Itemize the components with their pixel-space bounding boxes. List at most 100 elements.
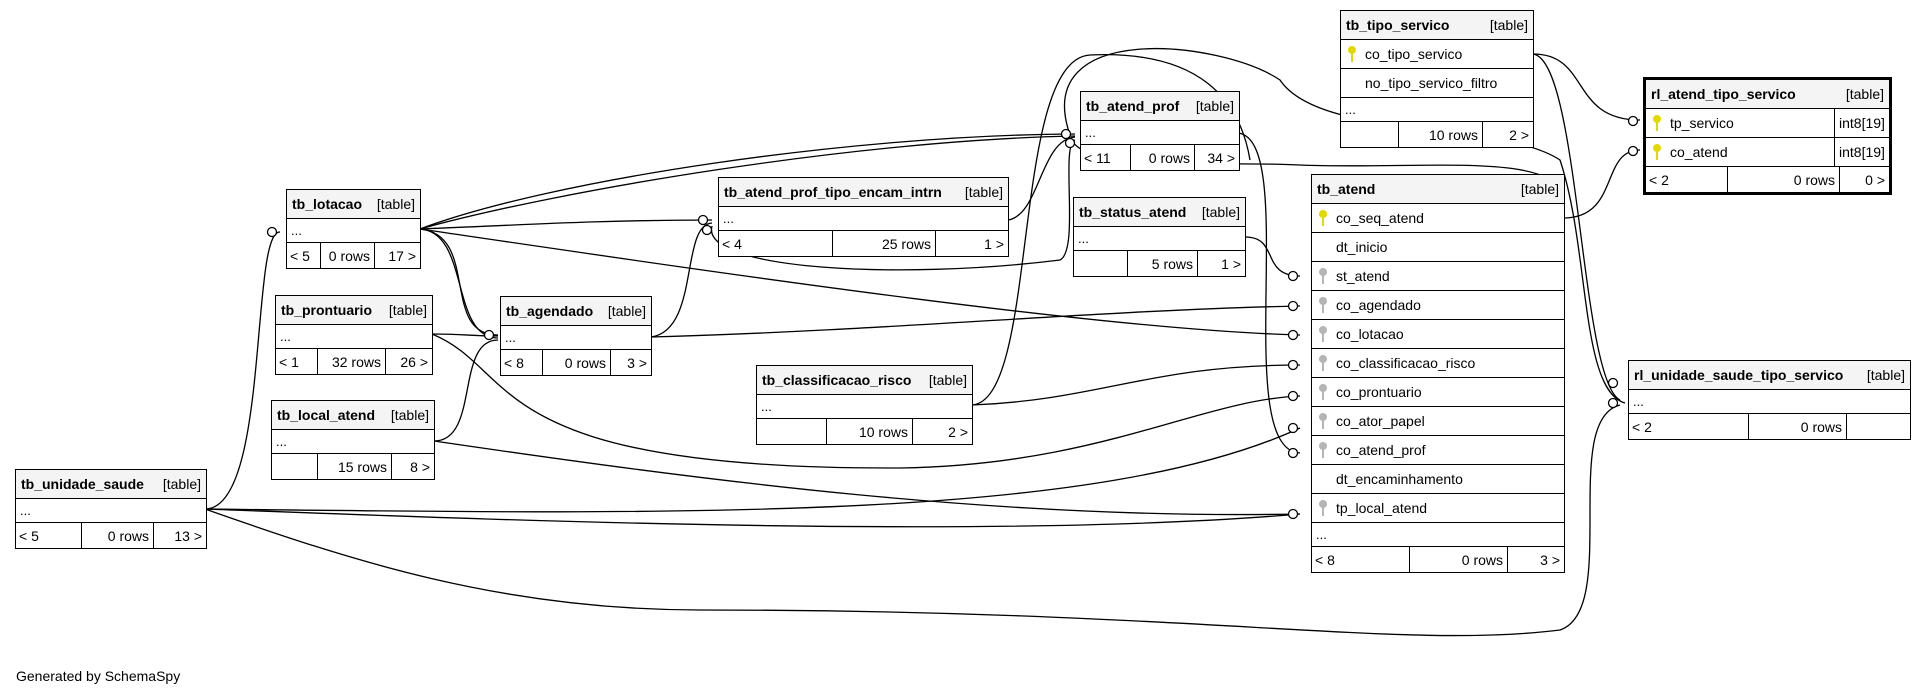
column-name: co_ator_papel xyxy=(1336,413,1425,429)
row-count: 15 rows xyxy=(318,454,392,479)
parents-count[interactable]: < 8 xyxy=(1312,547,1410,572)
edge-end-circle xyxy=(483,329,495,341)
table-header: tb_agendado [table] xyxy=(501,297,651,326)
column-row[interactable]: tp_servico int8[19] xyxy=(1646,109,1889,138)
column-row[interactable]: no_tipo_servico_filtro xyxy=(1341,69,1533,98)
column-row[interactable]: co_seq_atend xyxy=(1312,204,1564,233)
foreign-key-icon xyxy=(1312,297,1334,313)
edge-end-circle xyxy=(1607,377,1619,389)
foreign-key-icon xyxy=(1312,413,1334,429)
column-row[interactable]: co_classificacao_risco xyxy=(1312,349,1564,378)
parents-count[interactable]: < 8 xyxy=(501,350,543,375)
edge-end-circle xyxy=(1287,447,1299,459)
table-tb-status-atend[interactable]: tb_status_atend [table] ... 5 rows 1 > xyxy=(1073,197,1246,277)
column-row[interactable]: co_atend int8[19] xyxy=(1646,138,1889,167)
more-columns: ... xyxy=(501,326,651,350)
children-count[interactable]: 2 > xyxy=(1509,126,1529,143)
table-name: tb_atend xyxy=(1317,181,1376,197)
table-tb-lotacao[interactable]: tb_lotacao [table] ... < 5 0 rows 17 > xyxy=(286,189,421,269)
children-count[interactable]: 1 > xyxy=(1221,255,1241,272)
parents-count[interactable] xyxy=(1341,122,1399,147)
row-count: 0 rows xyxy=(1410,547,1508,572)
children-count[interactable]: 13 > xyxy=(174,527,202,544)
children-count[interactable]: 1 > xyxy=(984,235,1004,252)
column-name: dt_inicio xyxy=(1336,239,1388,255)
children-count[interactable]: 0 > xyxy=(1865,171,1885,188)
table-footer: < 5 0 rows 17 > xyxy=(287,243,420,268)
parents-count[interactable]: < 2 xyxy=(1646,167,1728,192)
children-count[interactable]: 3 > xyxy=(1540,551,1560,568)
row-count: 10 rows xyxy=(827,419,913,444)
table-type: [table] xyxy=(607,303,646,319)
column-row[interactable]: co_tipo_servico xyxy=(1341,40,1533,69)
table-header: rl_atend_tipo_servico [table] xyxy=(1646,80,1889,109)
foreign-key-icon xyxy=(1312,442,1334,458)
parents-count[interactable]: < 5 xyxy=(287,243,321,268)
table-rl-unidade-saude-tipo-servico[interactable]: rl_unidade_saude_tipo_servico [table] ..… xyxy=(1628,360,1911,440)
children-count[interactable]: 26 > xyxy=(400,353,428,370)
children-count[interactable]: 3 > xyxy=(627,354,647,371)
table-footer: < 4 25 rows 1 > xyxy=(719,231,1008,256)
edge-lotacao-to-atend-prof xyxy=(419,133,1076,230)
foreign-key-icon xyxy=(1312,268,1334,284)
table-tb-unidade-saude[interactable]: tb_unidade_saude [table] ... < 5 0 rows … xyxy=(15,469,207,549)
edge-unidade-to-atend-local xyxy=(204,508,1301,528)
column-row[interactable]: dt_encaminhamento xyxy=(1312,465,1564,494)
children-count[interactable]: 17 > xyxy=(388,247,416,264)
column-row[interactable]: tp_local_atend xyxy=(1312,494,1564,523)
column-name: co_atend xyxy=(1670,144,1728,160)
parents-count[interactable]: < 11 xyxy=(1081,145,1131,170)
table-header: tb_status_atend [table] xyxy=(1074,198,1245,227)
children-count[interactable]: 34 > xyxy=(1207,149,1235,166)
more-columns: ... xyxy=(757,395,972,419)
parents-count[interactable] xyxy=(1074,251,1128,276)
foreign-key-icon xyxy=(1312,500,1334,516)
edge-lotacao-to-atend xyxy=(419,228,1301,336)
table-name: tb_agendado xyxy=(506,303,594,319)
edge-unidade-to-lotacao xyxy=(204,231,281,510)
column-row[interactable]: dt_inicio xyxy=(1312,233,1564,262)
column-name: no_tipo_servico_filtro xyxy=(1365,75,1498,91)
table-header: tb_atend [table] xyxy=(1312,175,1564,204)
table-tb-classificacao-risco[interactable]: tb_classificacao_risco [table] ... 10 ro… xyxy=(756,365,973,445)
column-row[interactable]: co_lotacao xyxy=(1312,320,1564,349)
parents-count[interactable] xyxy=(272,454,318,479)
table-footer: < 5 0 rows 13 > xyxy=(16,523,206,548)
table-name: tb_classificacao_risco xyxy=(762,372,912,388)
table-footer: < 8 0 rows 3 > xyxy=(501,350,651,375)
column-row[interactable]: st_atend xyxy=(1312,262,1564,291)
children-count[interactable] xyxy=(1847,414,1910,439)
column-row[interactable]: co_ator_papel xyxy=(1312,407,1564,436)
parents-count[interactable]: < 5 xyxy=(16,523,82,548)
table-tb-atend-prof[interactable]: tb_atend_prof [table] ... < 11 0 rows 34… xyxy=(1080,91,1240,171)
table-tb-atend[interactable]: tb_atend [table] co_seq_atend dt_inicio … xyxy=(1311,174,1565,573)
column-name: co_agendado xyxy=(1336,297,1421,313)
parents-count[interactable]: < 1 xyxy=(276,349,318,374)
more-columns: ... xyxy=(1081,121,1239,145)
parents-count[interactable] xyxy=(757,419,827,444)
table-header: rl_unidade_saude_tipo_servico [table] xyxy=(1629,361,1910,390)
edge-atend-prof-to-atend xyxy=(1237,132,1301,454)
parents-count[interactable]: < 4 xyxy=(719,231,833,256)
table-tb-prontuario[interactable]: tb_prontuario [table] ... < 1 32 rows 26… xyxy=(275,295,433,375)
children-count[interactable]: 8 > xyxy=(410,458,430,475)
parents-count[interactable]: < 2 xyxy=(1629,414,1749,439)
row-count: 32 rows xyxy=(318,349,386,374)
column-row[interactable]: co_prontuario xyxy=(1312,378,1564,407)
edge-end-circle xyxy=(701,224,713,236)
table-tb-local-atend[interactable]: tb_local_atend [table] ... 15 rows 8 > xyxy=(271,400,435,480)
column-row[interactable]: co_atend_prof xyxy=(1312,436,1564,465)
table-name: tb_atend_prof xyxy=(1086,98,1180,114)
edge-end-circle xyxy=(1627,145,1639,157)
table-rl-atend-tipo-servico[interactable]: rl_atend_tipo_servico [table] tp_servico… xyxy=(1643,77,1892,195)
edge-end-circle xyxy=(1287,329,1299,341)
column-row[interactable]: co_agendado xyxy=(1312,291,1564,320)
table-tb-tipo-servico[interactable]: tb_tipo_servico [table] co_tipo_servico … xyxy=(1340,10,1534,148)
children-count[interactable]: 2 > xyxy=(948,423,968,440)
table-tb-atend-prof-tipo-encam-intrn[interactable]: tb_atend_prof_tipo_encam_intrn [table] .… xyxy=(718,177,1009,257)
edge-prontuario-to-atend xyxy=(431,333,1301,469)
table-tb-agendado[interactable]: tb_agendado [table] ... < 8 0 rows 3 > xyxy=(500,296,652,376)
primary-key-icon xyxy=(1646,144,1668,160)
table-type: [table] xyxy=(1866,367,1905,383)
table-name: tb_prontuario xyxy=(281,302,372,318)
